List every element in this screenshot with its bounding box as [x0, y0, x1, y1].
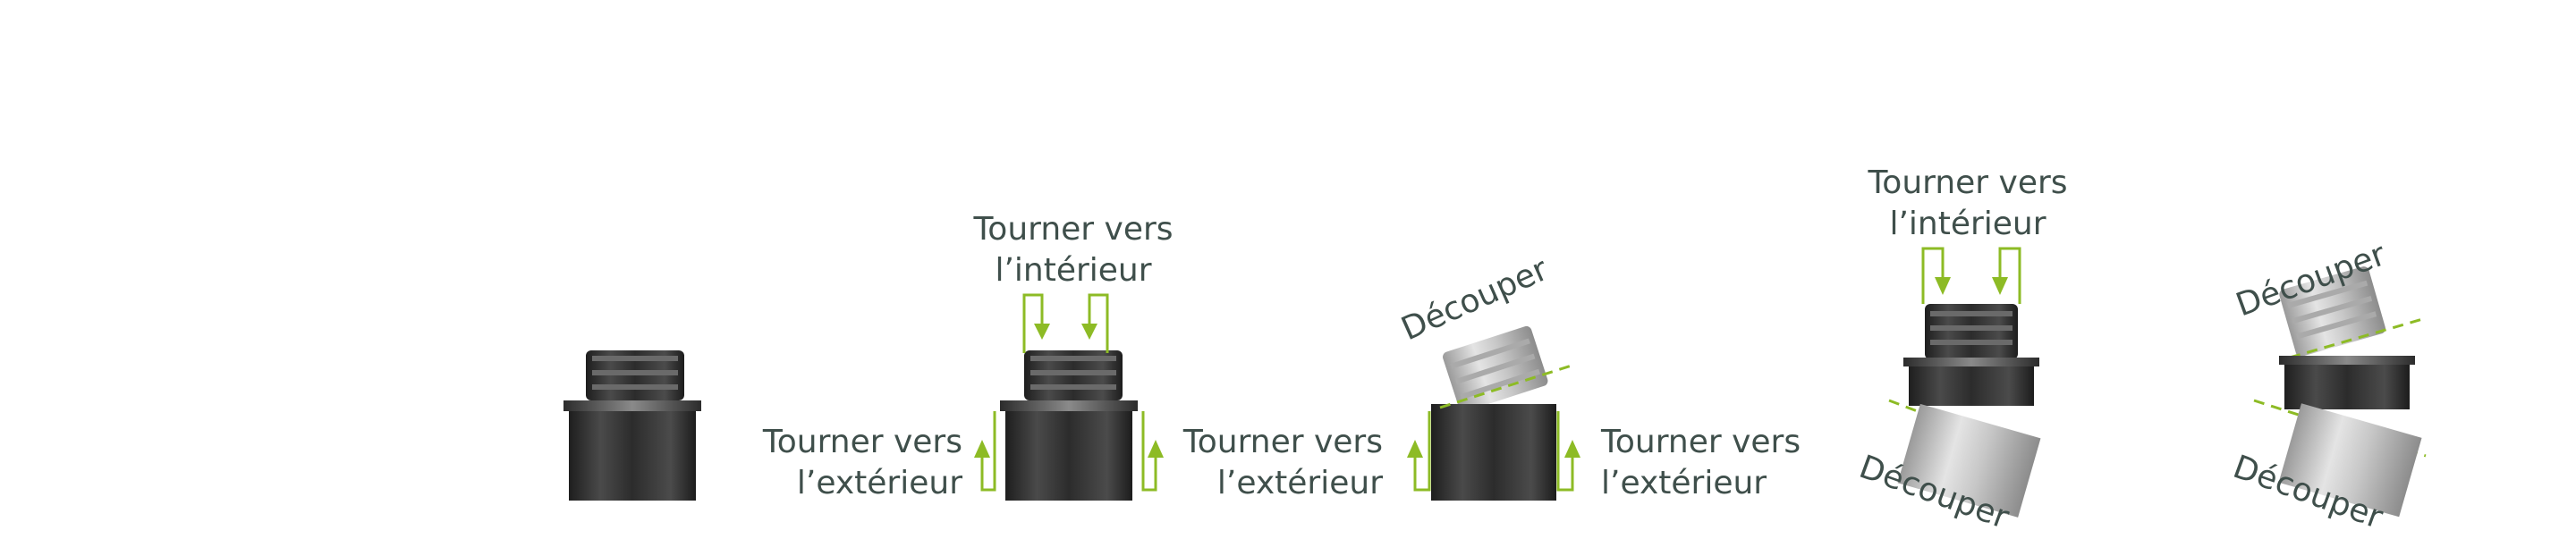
arrow-turn-in-2 — [1921, 247, 2021, 304]
label-turn-out-1: Tourner vers l’extérieur — [762, 424, 962, 501]
fitting-cut-top — [1431, 325, 1575, 501]
label-turn-out-3: Tourner vers l’extérieur — [1601, 424, 1801, 501]
fitting-cut-bottom — [1888, 304, 2041, 518]
arrow-turn-in-1 — [1022, 293, 1109, 353]
label-turn-out-2: Tourner vers l’extérieur — [1182, 424, 1383, 501]
fitting-cut-both — [2253, 266, 2427, 518]
label-turn-in-1: Tourner vers l’intérieur — [973, 211, 1174, 289]
arrow-turn-out-1 — [974, 411, 996, 492]
label-turn-in-2: Tourner vers l’intérieur — [1868, 164, 2068, 242]
arrow-turn-out-2 — [1141, 411, 1164, 492]
arrow-turn-out-3 — [1407, 411, 1580, 492]
fitting-complete — [564, 350, 701, 501]
fitting-turn-in-out — [1000, 350, 1138, 501]
